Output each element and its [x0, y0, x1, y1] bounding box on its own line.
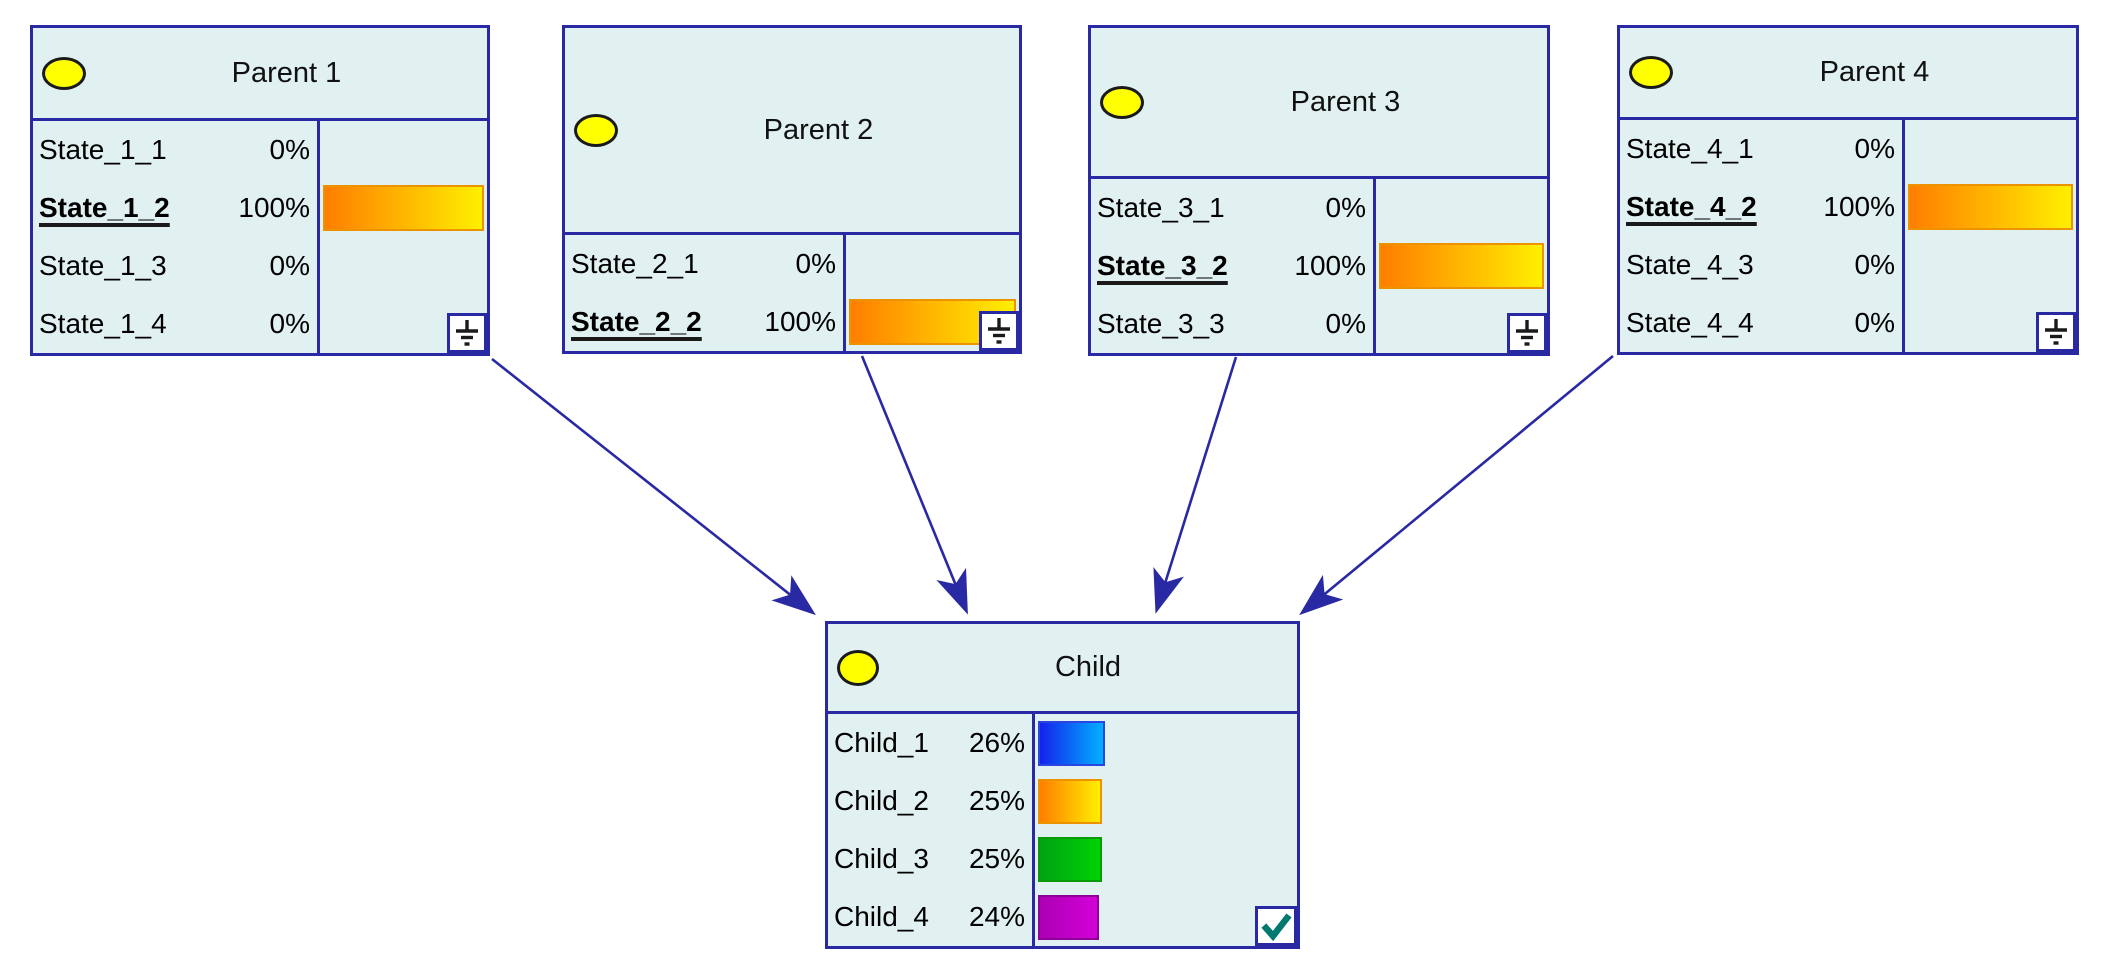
state-name: State_2_2 — [571, 306, 702, 337]
probability-bar — [1038, 720, 1105, 766]
state-name: Child_3 — [834, 843, 929, 874]
probability-bar — [1038, 836, 1102, 882]
edge-parent3-child[interactable] — [1153, 356, 1238, 614]
state-row[interactable]: State_1_1 0% — [33, 121, 317, 179]
node-parent-1[interactable]: Parent 1 State_1_1 0% State_1_2 100% Sta… — [30, 25, 490, 356]
state-name: State_3_1 — [1097, 192, 1225, 223]
state-percent: 26% — [968, 727, 1025, 758]
state-percent: 0% — [1325, 308, 1366, 339]
node-title: Child — [1054, 651, 1122, 683]
state-percent: 0% — [269, 250, 310, 281]
probability-bar — [1038, 778, 1102, 824]
state-name: State_4_2 — [1626, 191, 1757, 222]
state-percent: 0% — [1854, 307, 1895, 338]
state-name: Child_1 — [834, 727, 929, 758]
node-header: Parent 1 — [33, 28, 487, 121]
node-title: Parent 1 — [231, 56, 342, 89]
state-name: State_2_1 — [571, 248, 699, 279]
node-title: Parent 4 — [1819, 56, 1930, 88]
probability-bar — [323, 185, 484, 231]
state-row[interactable]: State_1_4 0% — [33, 295, 317, 353]
state-percent: 100% — [1294, 250, 1366, 281]
ground-evidence-icon[interactable] — [979, 311, 1019, 351]
state-percent: 100% — [1823, 191, 1895, 222]
edge-parent2-child[interactable] — [860, 355, 968, 615]
state-row[interactable]: State_4_2 100% — [1620, 178, 1902, 236]
state-name: State_1_2 — [39, 192, 170, 223]
node-child[interactable]: Child Child_1 26% Child_2 25% Child_3 25… — [825, 621, 1300, 949]
chance-node-ellipse-icon — [1629, 56, 1673, 89]
probability-bar — [1379, 243, 1544, 289]
probability-bar-pane — [317, 121, 487, 353]
state-name: Child_4 — [834, 901, 929, 932]
state-row[interactable]: State_3_2 100% — [1091, 237, 1373, 295]
state-percent: 100% — [764, 306, 836, 337]
probability-bar-pane — [1902, 120, 2076, 352]
state-row[interactable]: Child_3 25% — [828, 830, 1032, 888]
probability-bar-pane — [1032, 714, 1297, 946]
chance-node-ellipse-icon — [42, 56, 86, 90]
edge-parent1-child[interactable] — [491, 357, 816, 616]
probability-bar — [1908, 184, 2073, 230]
state-row[interactable]: State_4_4 0% — [1620, 294, 1902, 352]
chance-node-ellipse-icon — [574, 113, 618, 147]
state-percent: 0% — [269, 134, 310, 165]
check-updated-icon — [1255, 906, 1297, 946]
node-title: Parent 3 — [1290, 85, 1401, 118]
ground-evidence-icon[interactable] — [447, 313, 487, 353]
ground-evidence-icon[interactable] — [1507, 313, 1547, 353]
state-percent: 0% — [1854, 133, 1895, 164]
node-header: Parent 3 — [1091, 28, 1547, 179]
state-row[interactable]: State_2_1 0% — [565, 235, 843, 293]
state-row[interactable]: State_2_2 100% — [565, 293, 843, 351]
state-name: State_4_1 — [1626, 133, 1754, 164]
state-name: State_4_4 — [1626, 307, 1754, 338]
state-row[interactable]: State_3_3 0% — [1091, 295, 1373, 353]
state-percent: 0% — [795, 248, 836, 279]
chance-node-ellipse-icon — [837, 649, 879, 686]
state-name: State_1_1 — [39, 134, 167, 165]
state-percent: 0% — [1854, 249, 1895, 280]
state-name: State_3_2 — [1097, 250, 1228, 281]
state-percent: 0% — [1325, 192, 1366, 223]
node-parent-4[interactable]: Parent 4 State_4_1 0% State_4_2 100% Sta… — [1617, 25, 2079, 355]
state-row[interactable]: State_4_3 0% — [1620, 236, 1902, 294]
state-row[interactable]: State_1_2 100% — [33, 179, 317, 237]
node-title: Parent 2 — [763, 113, 874, 146]
state-name: State_1_4 — [39, 308, 167, 339]
node-parent-2[interactable]: Parent 2 State_2_1 0% State_2_2 100% — [562, 25, 1022, 354]
state-name: State_3_3 — [1097, 308, 1225, 339]
state-row[interactable]: State_1_3 0% — [33, 237, 317, 295]
node-header: Child — [828, 624, 1297, 714]
state-percent: 25% — [968, 785, 1025, 816]
state-name: State_1_3 — [39, 250, 167, 281]
state-name: State_4_3 — [1626, 249, 1754, 280]
state-row[interactable]: Child_1 26% — [828, 714, 1032, 772]
chance-node-ellipse-icon — [1100, 85, 1144, 119]
node-parent-3[interactable]: Parent 3 State_3_1 0% State_3_2 100% Sta… — [1088, 25, 1550, 356]
edge-parent4-child[interactable] — [1299, 354, 1614, 616]
state-row[interactable]: Child_4 24% — [828, 888, 1032, 946]
state-row[interactable]: State_3_1 0% — [1091, 179, 1373, 237]
state-percent: 100% — [238, 192, 310, 223]
node-header: Parent 2 — [565, 28, 1019, 235]
state-row[interactable]: State_4_1 0% — [1620, 120, 1902, 178]
ground-evidence-icon[interactable] — [2036, 312, 2076, 352]
state-row[interactable]: Child_2 25% — [828, 772, 1032, 830]
probability-bar — [1038, 894, 1100, 940]
state-percent: 25% — [968, 843, 1025, 874]
probability-bar-pane — [1373, 179, 1547, 353]
state-percent: 0% — [269, 308, 310, 339]
node-header: Parent 4 — [1620, 28, 2076, 120]
state-percent: 24% — [968, 901, 1025, 932]
state-name: Child_2 — [834, 785, 929, 816]
